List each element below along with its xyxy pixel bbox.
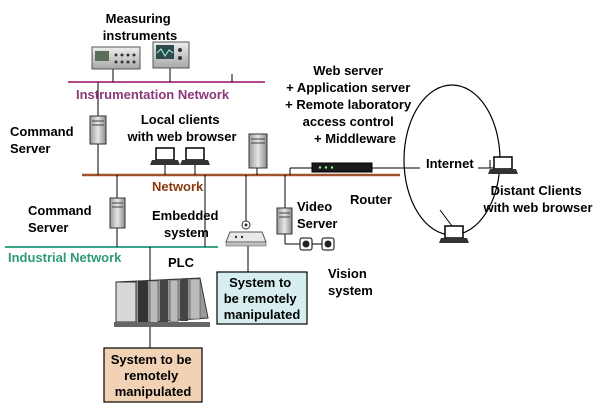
local-clients-label-line: Local clients [141,112,220,127]
command-server-top-icon [89,115,107,145]
measuring-label-line: Measuring [106,11,171,26]
embedded-system-icon [225,220,267,247]
vision-system-label-line: Vision [328,266,367,281]
vision-system-label-line: system [328,283,373,298]
oscilloscope-icon [152,41,190,69]
web-server-label-line: + Middleware [314,131,396,146]
command-server-label-line: Command [10,124,74,139]
measuring-instrument-icon [91,46,141,70]
video-server-label: Video Server [297,199,337,231]
local-clients-label: Local clients with web browser [126,112,236,144]
video-server-label-line: Video [297,199,332,214]
industrial-network-label: Industrial Network [8,250,122,265]
vision-system-label: Vision system [328,266,373,298]
internet-label: Internet [426,156,474,171]
web-server-label: Web server + Application server + Remote… [285,63,415,146]
system-remote-label-line: System to [229,275,291,290]
video-server-icon [276,207,293,235]
instrumentation-network-label: Instrumentation Network [76,87,230,102]
system-remote-label-line: manipulated [224,307,301,322]
embedded-system-label-line: system [164,225,209,240]
web-server-icon [248,133,268,169]
laptop-icon [180,147,210,165]
router-label: Router [350,192,392,207]
local-clients-label-line: with web browser [126,129,236,144]
distant-clients-label-line: with web browser [482,200,592,215]
network-label: Network [152,179,204,194]
system-remote-label-line: manipulated [115,384,192,399]
web-server-label-line: + Application server [286,80,410,95]
command-server-top-label: Command Server [10,124,77,156]
plc-rack-icon [114,277,210,327]
system-remote-label-2: System to be remotely manipulated [111,352,196,399]
system-remote-label-line: remotely [124,368,179,383]
measuring-label-line: instruments [103,28,177,43]
laptop-icon [488,156,518,174]
distant-clients-label: Distant Clients with web browser [482,183,592,215]
system-remote-label-line: be remotely [224,291,298,306]
measuring-label: Measuring instruments [103,11,177,43]
router-icon [311,162,373,173]
web-server-label-line: + Remote laboratory [285,97,412,112]
web-server-label-line: Web server [313,63,383,78]
command-server-label-line: Command [28,203,92,218]
distant-clients-label-line: Distant Clients [491,183,582,198]
laptop-icon [439,225,469,243]
plc-label: PLC [168,255,195,270]
command-server-label-line: Server [10,141,50,156]
embedded-system-label: Embedded system [152,208,222,240]
laptop-icon [150,147,180,165]
command-server-label-line: Server [28,220,68,235]
system-remote-label-line: System to be [111,352,192,367]
embedded-system-label-line: Embedded [152,208,219,223]
system-remote-box-2 [103,347,203,403]
system-remote-label-1: System to be remotely manipulated [224,275,301,322]
command-server-bottom-label: Command Server [28,203,95,235]
web-server-label-line: access control [303,114,394,129]
command-server-bottom-icon [109,197,126,229]
camera-icon [321,237,335,251]
system-remote-box-1 [216,271,308,325]
camera-icon [299,237,313,251]
video-server-label-line: Server [297,216,337,231]
